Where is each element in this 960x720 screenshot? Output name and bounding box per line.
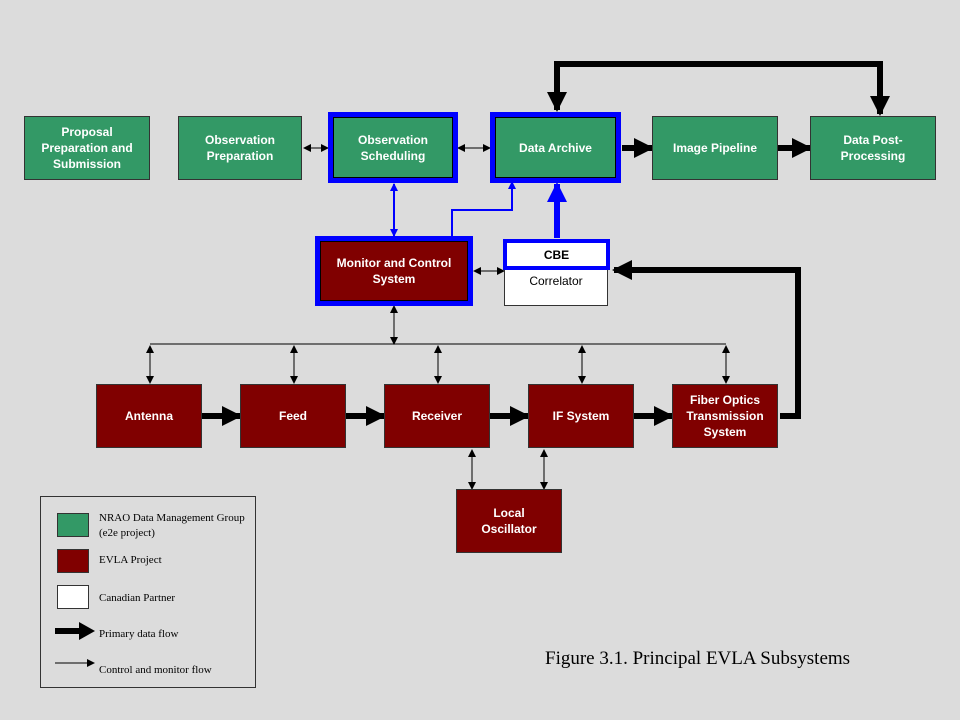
antenna-box: Antenna [96,384,202,448]
legend-label-control-flow: Control and monitor flow [99,664,212,676]
flow-fiber-correlator [612,260,801,419]
legend-label-primary-flow: Primary data flow [99,628,179,640]
cbe-box: CBE [503,239,610,270]
legend-swatch-evla [57,549,89,573]
legend-swatch-nrao [57,513,89,537]
blue-monitor-archive [451,181,516,238]
image-pipeline-box: Image Pipeline [652,116,778,180]
observation-scheduling-box: Observation Scheduling [328,112,458,183]
legend-swatch-canadian [57,585,89,609]
legend-label-evla: EVLA Project [99,554,162,566]
if-system-box: IF System [528,384,634,448]
feed-box: Feed [240,384,346,448]
observation-preparation-box: Observation Preparation [178,116,302,180]
fiber-optics-box: Fiber Optics Transmission System [672,384,778,448]
local-oscillator-box: Local Oscillator [456,489,562,553]
monitor-control-box: Monitor and Control System [315,236,473,306]
legend-label-canadian: Canadian Partner [99,592,176,604]
data-post-processing-box: Data Post- Processing [810,116,936,180]
receiver-box: Receiver [384,384,490,448]
legend-thick-arrow-icon [55,622,95,640]
legend-label-nrao: NRAO Data Management Group (e2e project) [99,512,245,539]
loop-to-data-post [554,61,890,116]
data-archive-box: Data Archive [490,112,621,183]
proposal-box: Proposal Preparation and Submission [24,116,150,180]
legend: NRAO Data Management Group (e2e project)… [40,496,256,688]
legend-thin-arrow-icon [55,659,95,667]
figure-caption: Figure 3.1. Principal EVLA Subsystems [545,648,851,669]
